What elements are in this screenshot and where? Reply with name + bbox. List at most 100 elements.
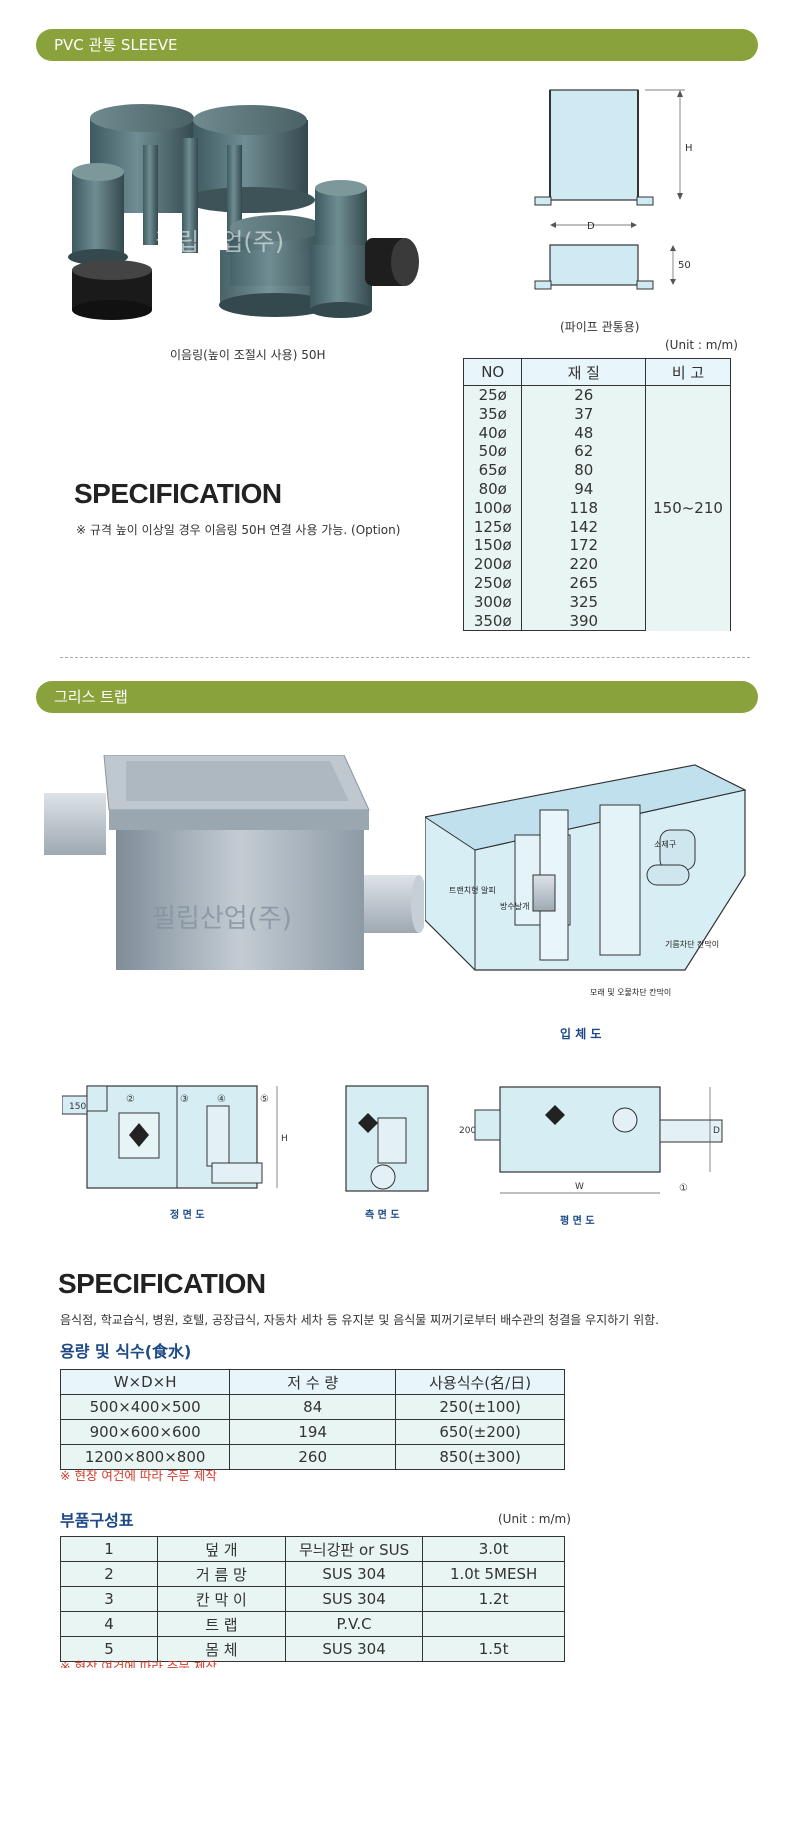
cell-no: 125ø [462,517,523,537]
table-cell: 1.2t [422,1586,565,1612]
watermark: 필립산업(주) [152,904,292,934]
cell-material: 26 [521,385,647,405]
label-cleanout: 소제구 [654,840,676,849]
table-cell: 트 랩 [156,1611,286,1637]
cell-material: 118 [521,498,647,518]
sleeve-spec-note: ※ 규격 높이 이상일 경우 이음링 50H 연결 사용 가능. (Option… [76,523,401,537]
isometric-diagram: 소제구 트랜치형 알피 방수날개 기름차단 칸막이 모래 및 오물차단 칸막이 [425,764,747,997]
cell-material: 48 [521,423,647,443]
grease-spec-title: SPECIFICATION [58,1268,266,1299]
table-cell: 260 [229,1444,397,1470]
cell-no: 65ø [462,461,523,480]
cell-material: 325 [521,592,647,612]
table-cell: 1.0t 5MESH [422,1561,565,1587]
side-view-diagram [345,1085,429,1192]
table-cell: 덮 개 [156,1536,286,1562]
cell-no: 350ø [462,611,523,632]
side-caption: 측 면 도 [365,1210,400,1221]
cap-header-size: W×D×H [59,1369,231,1395]
table-cell: 5 [60,1636,158,1662]
cell-no: 80ø [462,479,523,499]
table-cell: P.V.C [284,1611,424,1637]
table-cell: SUS 304 [284,1586,424,1612]
table-cell: 84 [229,1394,397,1420]
cap-header-volume: 저 수 량 [229,1369,397,1395]
cell-material: 94 [521,479,647,499]
table-cell: 1 [60,1536,158,1562]
sleeve-spec-title: SPECIFICATION [74,478,282,509]
label-oil-baffle: 기름차단 칸막이 [665,939,719,949]
cell-no: 200ø [462,555,523,574]
table-cell: 4 [60,1611,158,1637]
cap-header-users: 사용식수(名/日) [395,1369,565,1395]
cell-no: 35ø [462,404,523,424]
front-view-diagram: 150 H ② ③ ④ ⑤ [62,1085,288,1189]
sleeve-dimension-diagram: H D 50 [534,89,693,290]
capacity-note: ※ 현장 여건에 따라 주문 제작 [60,1468,217,1483]
section-divider [60,657,750,658]
banner-title: PVC 관통 SLEEVE [54,36,178,54]
table-cell: 850(±300) [395,1444,565,1470]
section-banner-grease: 그리스 트랩 [36,681,758,713]
cell-material: 62 [521,442,647,462]
label-sand-baffle: 모래 및 오물차단 칸막이 [590,987,671,997]
dim-d-label: D [587,221,595,232]
cell-note: 150~210 [645,385,731,631]
label-sloped-screen: 트랜치형 알피 [449,885,496,895]
cell-material: 142 [521,517,647,537]
callout-4: ④ [217,1094,226,1105]
table-cell: 500×400×500 [59,1394,231,1420]
table-cell: 650(±200) [395,1419,565,1445]
grease-spec-desc: 음식점, 학교습식, 병원, 호텔, 공장급식, 자동차 세차 등 유지분 및 … [60,1313,659,1327]
grease-trap-photo: 필립산업(주) [44,755,424,970]
cell-no: 250ø [462,573,523,593]
watermark: 필립산업(주) [155,228,284,256]
table-cell: 3.0t [422,1536,565,1562]
table-cell: 2 [60,1561,158,1587]
diagram-caption: (파이프 관통용) [560,320,640,334]
iso-caption: 입 체 도 [560,1027,602,1041]
col-header-note: 비 고 [645,358,731,386]
table-cell: 칸 막 이 [156,1586,286,1612]
banner-title: 그리스 트랩 [54,688,128,706]
cell-material: 37 [521,404,647,424]
cell-material: 265 [521,573,647,593]
callout-5: ⑤ [260,1094,269,1105]
cell-material: 220 [521,555,647,574]
plan-caption: 평 면 도 [560,1216,595,1227]
parts-note: ※ 현장 여건에 따라 주문 제작 [60,1659,217,1668]
table-cell: 몸 체 [156,1636,286,1662]
callout-1: ① [679,1183,688,1194]
table-cell: 1.5t [422,1636,565,1662]
col-header-material: 재 질 [521,358,647,386]
table-cell: 3 [60,1586,158,1612]
col-header-no: NO [462,358,523,386]
sleeve-product-photo: 필립산업(주) [68,104,419,320]
cell-no: 300ø [462,592,523,612]
sleeve-unit: (Unit : m/m) [665,338,738,352]
dim-50-label: 50 [678,260,691,271]
table-cell: 거 름 망 [156,1561,286,1587]
table-cell: 250(±100) [395,1394,565,1420]
dim-w: W [575,1182,584,1192]
cell-material: 172 [521,536,647,556]
callout-3: ③ [180,1094,189,1105]
table-cell: 1200×800×800 [59,1444,231,1470]
dim-h-label: H [685,143,693,154]
photo-caption: 이음링(높이 조절시 사용) 50H [170,348,326,362]
